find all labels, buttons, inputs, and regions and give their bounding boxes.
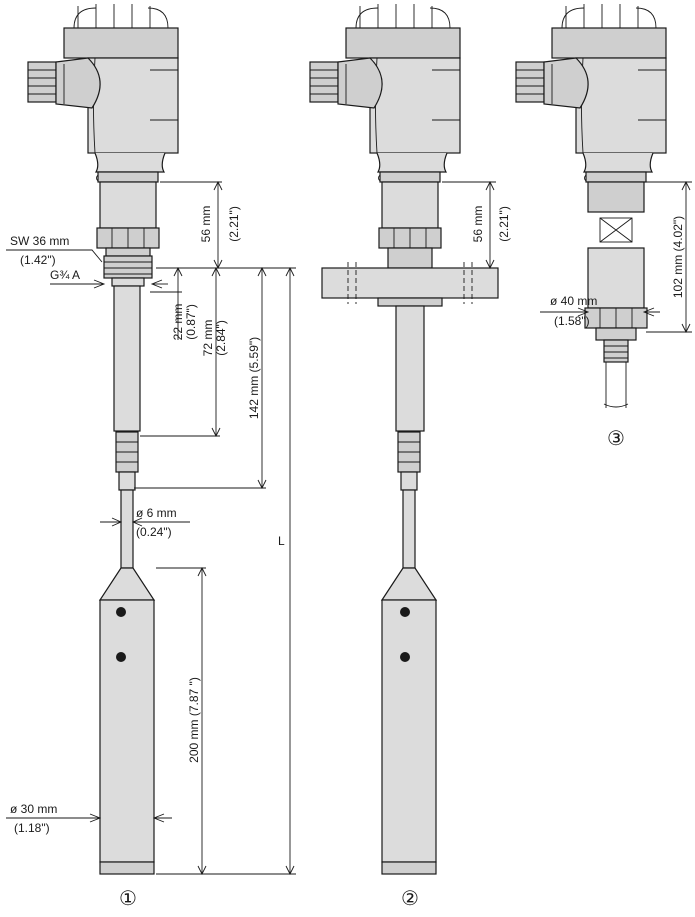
- view-1-device: [27, 3, 179, 875]
- v1-56mm-inch-label: (2.21"): [227, 206, 241, 242]
- d40-label: ø 40 mm: [550, 294, 597, 308]
- d30-inch-label: (1.18"): [14, 821, 50, 835]
- view-3-dimensions: ø 40 mm (1.58") 102 mm (4.02"): [540, 180, 692, 334]
- v1-200mm-label: 200 mm (7.87 "): [187, 677, 201, 763]
- v1-22mm-inch-label: (0.87"): [184, 304, 198, 340]
- sw36-inch-label: (1.42"): [20, 253, 56, 267]
- d6-inch-label: (0.24"): [136, 525, 172, 539]
- view-1-marker: ①: [119, 888, 137, 910]
- view-2-device: [309, 3, 499, 875]
- v1-22mm-label: 22 mm: [171, 304, 185, 341]
- v1-72mm-inch-label: (2.84"): [214, 320, 228, 356]
- view-2-dimensions: 56 mm (2.21"): [442, 180, 511, 270]
- sw36-label: SW 36 mm: [10, 234, 69, 248]
- v1-72mm-label: 72 mm: [201, 320, 215, 357]
- v2-56mm-label: 56 mm: [471, 206, 485, 243]
- view-2-marker: ②: [401, 888, 419, 910]
- view-3-marker: ③: [607, 428, 625, 450]
- v1-142mm-label: 142 mm (5.59"): [247, 337, 261, 419]
- d40-inch-label: (1.58"): [554, 314, 590, 328]
- v1-56mm-label: 56 mm: [199, 206, 213, 243]
- v2-56mm-inch-label: (2.21"): [497, 206, 511, 242]
- view-3-device: [515, 3, 667, 408]
- view-1-dimensions: SW 36 mm (1.42") G¾ A 56 mm (2.21") 22 m…: [6, 180, 296, 876]
- d6-label: ø 6 mm: [136, 506, 177, 520]
- v3-102mm-label: 102 mm (4.02"): [671, 216, 685, 298]
- d30-label: ø 30 mm: [10, 802, 57, 816]
- g34a-label: G¾ A: [50, 268, 80, 282]
- length-l-label: L: [278, 534, 285, 548]
